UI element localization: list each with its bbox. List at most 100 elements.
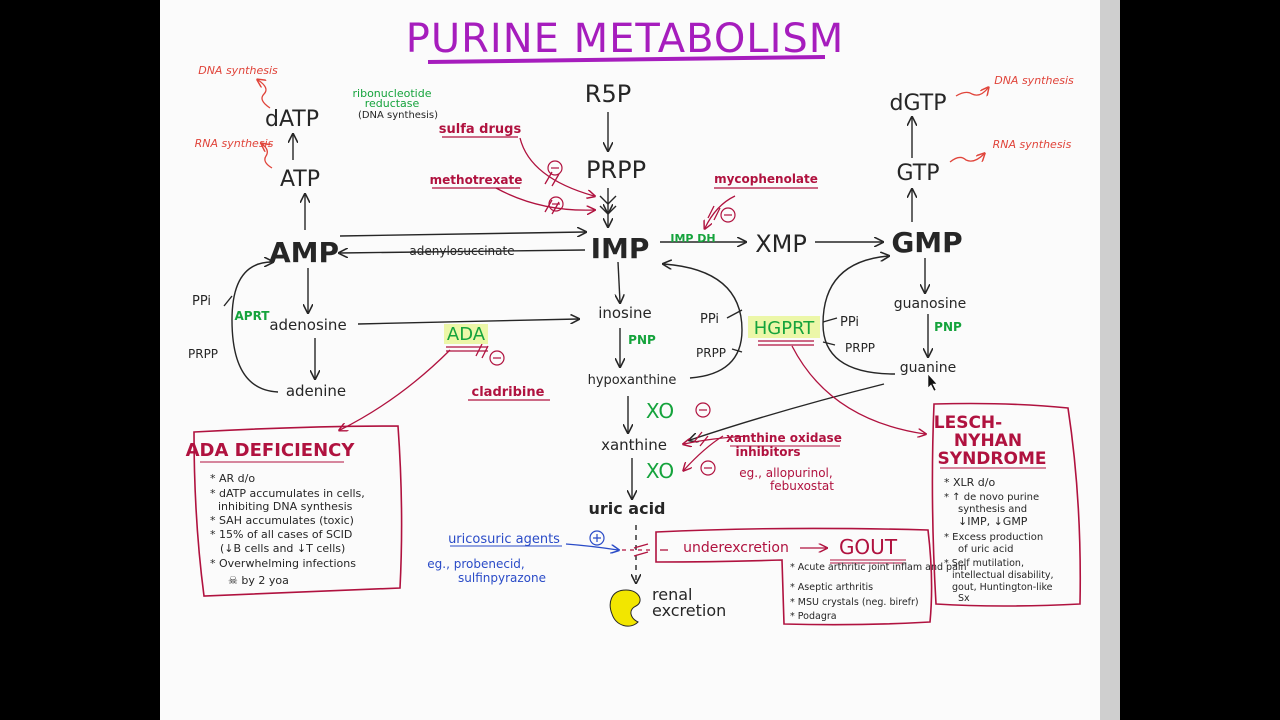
ada-line-7: * Overwhelming infections (210, 557, 356, 570)
ada-line-6: (↓B cells and ↓T cells) (220, 542, 345, 555)
window-frame (1100, 0, 1120, 720)
title-underline (427, 55, 826, 64)
inosine-node: inosine (598, 304, 652, 322)
r5p-node: R5P (585, 80, 631, 108)
ln-line-3: synthesis and (958, 504, 1027, 515)
ln-line-8: intellectual disability, (952, 570, 1054, 581)
inhibitor-arrows (475, 137, 749, 557)
imp-node: IMP (591, 232, 650, 265)
adenylosuccinate-node: adenylosuccinate (409, 244, 514, 258)
ada-line-1: * AR d/o (210, 472, 255, 485)
rnr-label-1: ribonucleotide (353, 87, 432, 100)
rna-synthesis-left: RNA synthesis (195, 137, 274, 150)
xoi-label-1: xanthine oxidase (726, 431, 842, 445)
xoi-label-2: inhibitors (735, 445, 800, 459)
mouse-cursor-icon (927, 373, 938, 392)
gout-box-outline (655, 527, 933, 626)
hypoxanthine-node: hypoxanthine (588, 373, 677, 388)
ppi-right: PPi (840, 315, 859, 330)
prpp-mid: PRPP (696, 346, 726, 360)
hgprt-label: HGPRT (754, 318, 816, 339)
guanine-node: guanine (900, 360, 957, 376)
deficiency-pointers (340, 345, 925, 550)
xo-label-2: XO (646, 459, 674, 483)
lesch-nyhan-title-2: NYHAN (954, 431, 1022, 451)
uricosuric-eg-2: sulfinpyrazone (458, 571, 546, 585)
stimulation-symbol (589, 530, 605, 546)
ada-line-2: * dATP accumulates in cells, (210, 487, 365, 500)
gout-title: GOUT (839, 535, 898, 559)
rnr-label-3: (DNA synthesis) (358, 110, 438, 121)
impdh-label: IMP DH (670, 232, 715, 245)
pathway-arrows (223, 112, 928, 582)
ppi-mid: PPi (700, 312, 719, 327)
rna-synthesis-right: RNA synthesis (993, 138, 1072, 151)
ada-deficiency-box: ADA DEFICIENCY * AR d/o * dATP accumulat… (186, 425, 403, 597)
datp-node: dATP (265, 107, 319, 132)
ln-line-7: * Self mutilation, (944, 558, 1024, 569)
lesch-nyhan-title-3: SYNDROME (938, 449, 1047, 469)
amp-node: AMP (269, 236, 339, 269)
side-labels: DNA synthesis RNA synthesis DNA synthesi… (188, 64, 1074, 361)
ada-label: ADA (447, 324, 486, 345)
uricosuric-eg-1: eg., probenecid, (427, 557, 524, 571)
ln-line-9: gout, Huntington-like (952, 582, 1053, 593)
renal-excretion-label-1: renal (652, 585, 692, 604)
atp-node: ATP (280, 167, 320, 192)
ada-deficiency-title: ADA DEFICIENCY (186, 440, 356, 461)
guanosine-node: guanosine (894, 296, 966, 312)
dna-synthesis-right: DNA synthesis (994, 74, 1074, 87)
ln-line-6: of uric acid (958, 544, 1013, 555)
gtp-node: GTP (897, 161, 940, 186)
uric-acid-node: uric acid (588, 499, 665, 518)
prpp-left: PRPP (188, 347, 218, 361)
metabolite-nodes: R5P PRPP IMP XMP GMP GTP dGTP AMP ATP dA… (265, 80, 966, 620)
gout-item-4: * Podagra (790, 611, 837, 622)
methotrexate-label: methotrexate (430, 173, 523, 187)
adenine-node: adenine (286, 382, 346, 400)
gout-item-2: * Aseptic arthritis (790, 582, 873, 593)
dgtp-node: dGTP (890, 91, 947, 116)
hgprt-highlight (748, 316, 820, 338)
gout-item-1: * Acute arthritic joint inflam and pain (790, 562, 967, 573)
dna-synthesis-left: DNA synthesis (198, 64, 278, 77)
aprt-label: APRT (235, 309, 271, 323)
enzyme-labels: APRT PNP PNP IMP DH ADA HGPRT XO XO (235, 232, 963, 483)
mycophenolate-label: mycophenolate (714, 172, 818, 186)
adenosine-node: adenosine (269, 316, 346, 334)
ln-line-1: * XLR d/o (944, 476, 995, 489)
ada-line-4: * SAH accumulates (toxic) (210, 514, 354, 527)
lesch-nyhan-box: LESCH- NYHAN SYNDROME * XLR d/o * ↑ de n… (931, 402, 1082, 607)
ln-line-10: Sx (958, 593, 970, 604)
ada-deficiency-outline (193, 425, 403, 597)
ppi-left: PPi (192, 294, 211, 309)
sulfa-drugs-label: sulfa drugs (439, 122, 522, 137)
pnp-label-1: PNP (628, 333, 656, 347)
xoi-label-3: eg., allopurinol, (739, 466, 832, 480)
prpp-right: PRPP (845, 341, 875, 355)
lesch-nyhan-outline (931, 402, 1082, 607)
ln-line-2: * ↑ de novo purine (944, 492, 1039, 503)
gout-box: underexcretion GOUT * Acute arthritic jo… (655, 527, 967, 626)
prpp-node: PRPP (586, 156, 646, 184)
synthesis-arrows (258, 80, 988, 169)
kidney-icon (609, 589, 641, 627)
ada-highlight (444, 324, 488, 344)
lesch-nyhan-title-1: LESCH- (934, 413, 1002, 433)
uricosuric-label: uricosuric agents (448, 532, 560, 547)
ln-line-5: * Excess production (944, 532, 1043, 543)
inhibition-symbols (489, 160, 736, 476)
drug-labels: sulfa drugs methotrexate mycophenolate c… (427, 122, 842, 585)
gout-item-3: * MSU crystals (neg. birefr) (790, 597, 919, 608)
page-title: PURINE METABOLISM (406, 16, 845, 62)
xoi-label-4: febuxostat (770, 479, 834, 493)
xanthine-node: xanthine (601, 436, 667, 454)
ada-line-8: ☠ by 2 yoa (228, 574, 289, 587)
ln-line-4: ↓IMP, ↓GMP (958, 515, 1028, 528)
gmp-node: GMP (891, 226, 962, 259)
xo-label-1: XO (646, 399, 674, 423)
ada-line-3: inhibiting DNA synthesis (218, 500, 353, 513)
pnp-label-2: PNP (934, 320, 962, 334)
underexcretion-label: underexcretion (683, 540, 789, 556)
